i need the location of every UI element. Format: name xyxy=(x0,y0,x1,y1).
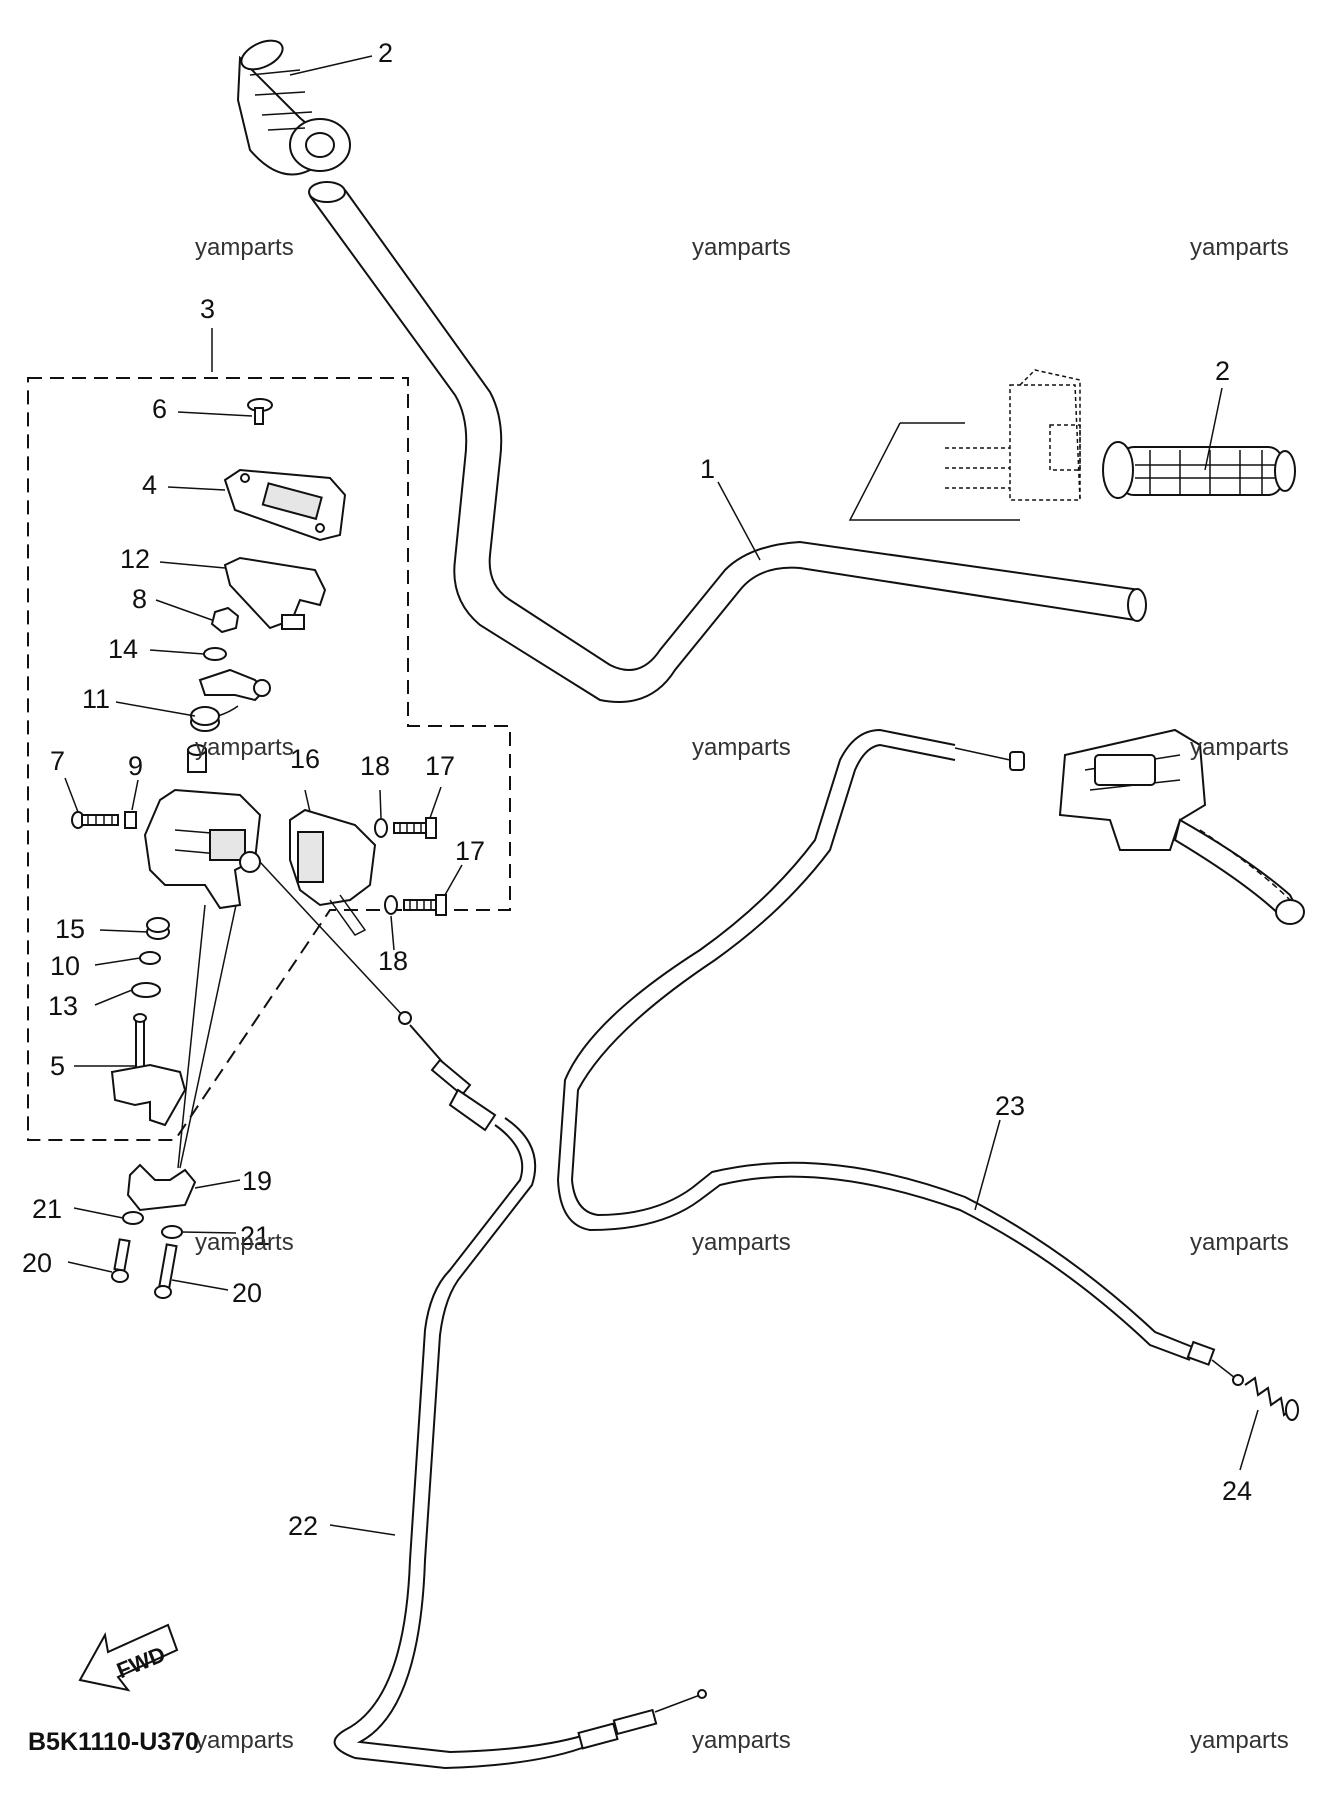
watermark: yamparts xyxy=(195,1727,294,1754)
grip-left[interactable] xyxy=(236,35,351,176)
watermark: yamparts xyxy=(1190,1229,1289,1256)
callout-24: 24 xyxy=(1222,1476,1252,1506)
callout-8: 8 xyxy=(132,584,147,614)
assembly-box xyxy=(27,328,511,1141)
clutch-cable-23[interactable] xyxy=(556,728,1244,1386)
guide-line-b xyxy=(177,904,206,1169)
screw-6[interactable] xyxy=(247,398,273,425)
cover-4[interactable] xyxy=(223,468,347,542)
callout-13: 13 xyxy=(48,991,78,1021)
callout-6: 6 xyxy=(152,394,167,424)
washer-18b[interactable] xyxy=(384,895,398,915)
callouts: 2 2 1 3 6 4 12 8 14 11 7 9 16 18 17 17 1… xyxy=(22,38,1252,1541)
screw-7[interactable] xyxy=(71,811,119,829)
screw-20a[interactable] xyxy=(111,1238,131,1283)
washer-10[interactable] xyxy=(139,951,161,965)
callout-20-left: 20 xyxy=(22,1248,52,1278)
watermark: yamparts xyxy=(195,234,294,261)
bolt-17b[interactable] xyxy=(403,894,447,916)
washer-18a[interactable] xyxy=(374,818,388,838)
callout-10: 10 xyxy=(50,951,80,981)
lever-assembly[interactable] xyxy=(1058,728,1305,925)
watermark: yamparts xyxy=(692,1727,791,1754)
watermark: yamparts xyxy=(195,1229,294,1256)
bolt-17a[interactable] xyxy=(393,817,437,839)
nut-8[interactable] xyxy=(210,606,240,634)
callout-16: 16 xyxy=(290,744,320,774)
callout-21-left: 21 xyxy=(32,1194,62,1224)
watermark: yamparts xyxy=(195,734,294,761)
washer-13[interactable] xyxy=(131,982,161,998)
bush-15[interactable] xyxy=(146,917,170,940)
callout-4: 4 xyxy=(142,470,157,500)
holder-19[interactable] xyxy=(126,1163,197,1212)
gasket-12[interactable] xyxy=(223,556,327,630)
watermark: yamparts xyxy=(692,1229,791,1256)
callout-18-top: 18 xyxy=(360,751,390,781)
callout-17-bottom: 17 xyxy=(455,836,485,866)
spring-24[interactable] xyxy=(1244,1376,1299,1421)
shaft-5[interactable] xyxy=(110,1013,187,1127)
callout-20-right: 20 xyxy=(232,1278,262,1308)
watermark: yamparts xyxy=(692,734,791,761)
callout-17-top: 17 xyxy=(425,751,455,781)
screw-20b[interactable] xyxy=(154,1243,178,1299)
handlebar[interactable] xyxy=(308,181,1147,703)
fwd-arrow xyxy=(78,1623,179,1692)
callout-18-bottom: 18 xyxy=(378,946,408,976)
lever-plate[interactable] xyxy=(198,668,271,702)
spring-11[interactable] xyxy=(190,705,239,732)
washer-14[interactable] xyxy=(203,647,227,661)
callout-19: 19 xyxy=(242,1166,272,1196)
callout-22: 22 xyxy=(288,1511,318,1541)
leader-lines xyxy=(64,55,1259,1536)
throttle-cable-22[interactable] xyxy=(259,861,707,1770)
callout-3: 3 xyxy=(200,294,215,324)
callout-1: 1 xyxy=(700,454,715,484)
callout-9: 9 xyxy=(128,751,143,781)
switch-16[interactable] xyxy=(289,808,377,936)
callout-12: 12 xyxy=(120,544,150,574)
callout-5: 5 xyxy=(50,1051,65,1081)
grip-right[interactable] xyxy=(1102,441,1296,499)
callout-23: 23 xyxy=(995,1091,1025,1121)
callout-11: 11 xyxy=(82,684,110,714)
washer-21b[interactable] xyxy=(161,1225,183,1239)
callout-2-right: 2 xyxy=(1215,356,1230,386)
callout-7: 7 xyxy=(50,746,65,776)
washer-21a[interactable] xyxy=(122,1211,144,1225)
nut-9[interactable] xyxy=(124,811,137,829)
switch-housing-ghost xyxy=(945,369,1081,501)
watermark: yamparts xyxy=(1190,734,1289,761)
callout-15: 15 xyxy=(55,914,85,944)
watermark: yamparts xyxy=(1190,234,1289,261)
callout-14: 14 xyxy=(108,634,138,664)
watermarks: yamparts yamparts yamparts yamparts yamp… xyxy=(195,234,1289,1754)
throttle-housing[interactable] xyxy=(143,788,262,910)
callout-2-top: 2 xyxy=(378,38,393,68)
watermark: yamparts xyxy=(692,234,791,261)
diagram-code: B5K1110-U370 xyxy=(28,1728,199,1756)
ghost-line xyxy=(848,422,1020,521)
guide-line-a xyxy=(179,904,237,1169)
callout-21-right: 21 xyxy=(240,1221,270,1251)
bushing[interactable] xyxy=(187,744,207,773)
watermark: yamparts xyxy=(1190,1727,1289,1754)
